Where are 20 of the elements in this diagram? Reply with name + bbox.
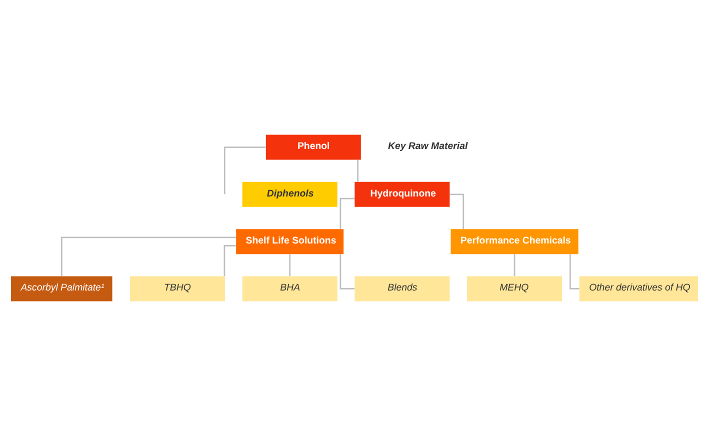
label: Key Raw Material <box>388 141 468 152</box>
node-box: BHA <box>242 276 338 302</box>
node-box: TBHQ <box>130 276 225 302</box>
connector <box>340 198 354 229</box>
connector <box>570 254 580 290</box>
connector <box>60 236 236 276</box>
node-box: Ascorbyl Palmitate¹ <box>11 276 112 302</box>
node-box: Other derivatives of HQ <box>579 276 698 302</box>
node-box: Performance Chemicals <box>450 229 578 254</box>
connector <box>224 245 236 276</box>
node-box: Shelf Life Solutions <box>236 229 344 254</box>
connector <box>289 254 291 276</box>
node-box: MEHQ <box>467 276 562 302</box>
connector <box>224 146 266 194</box>
connector <box>357 160 358 182</box>
node-box: Diphenols <box>242 182 338 207</box>
node-box: Blends <box>354 276 450 302</box>
connector <box>514 254 516 276</box>
node-box: Hydroquinone <box>354 182 450 207</box>
node-box: Phenol <box>266 134 361 160</box>
